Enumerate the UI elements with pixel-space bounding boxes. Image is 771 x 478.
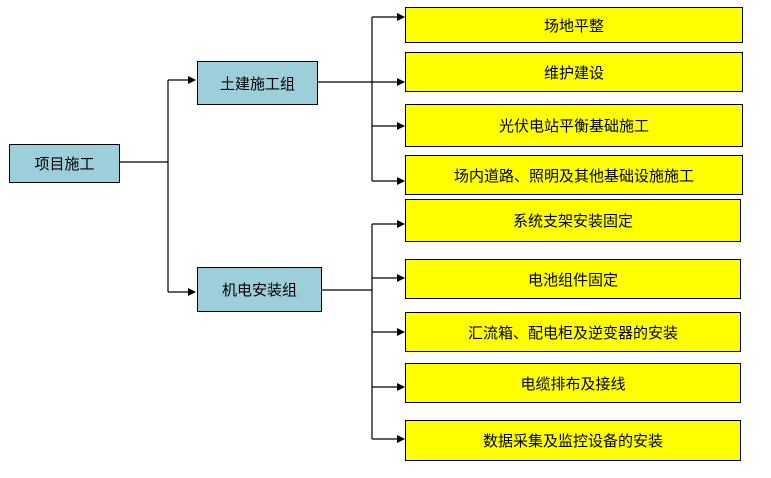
root-node: 项目施工 [9,144,120,183]
task-label: 电池组件固定 [527,270,618,289]
task-node: 数据采集及监控设备的安装 [405,420,741,461]
task-label: 维护建设 [543,63,604,82]
task-label: 场内道路、照明及其他基础设施施工 [453,166,694,185]
task-node: 场内道路、照明及其他基础设施施工 [405,155,743,195]
task-node: 光伏电站平衡基础施工 [405,104,743,147]
task-node: 汇流箱、配电柜及逆变器的安装 [405,312,741,352]
task-node: 场地平整 [405,7,743,43]
group2-connector [322,220,405,443]
group1-connector [318,13,405,185]
root-connector [120,76,196,296]
task-label: 场地平整 [543,16,604,35]
task-label: 系统支架安装固定 [512,212,633,230]
task-label: 电缆排布及接线 [520,374,626,393]
task-node: 电缆排布及接线 [405,363,741,403]
group-node-civil: 土建施工组 [197,61,318,105]
task-label: 数据采集及监控设备的安装 [482,432,663,450]
task-node: 系统支架安装固定 [405,199,741,242]
group-node-mechanical: 机电安装组 [197,267,322,312]
group-label: 机电安装组 [221,281,297,299]
task-node: 电池组件固定 [405,259,741,299]
task-label: 光伏电站平衡基础施工 [498,117,649,135]
group-label: 土建施工组 [219,74,295,93]
root-label: 项目施工 [34,155,95,173]
task-label: 汇流箱、配电柜及逆变器的安装 [467,323,678,342]
task-node: 维护建设 [405,52,743,92]
